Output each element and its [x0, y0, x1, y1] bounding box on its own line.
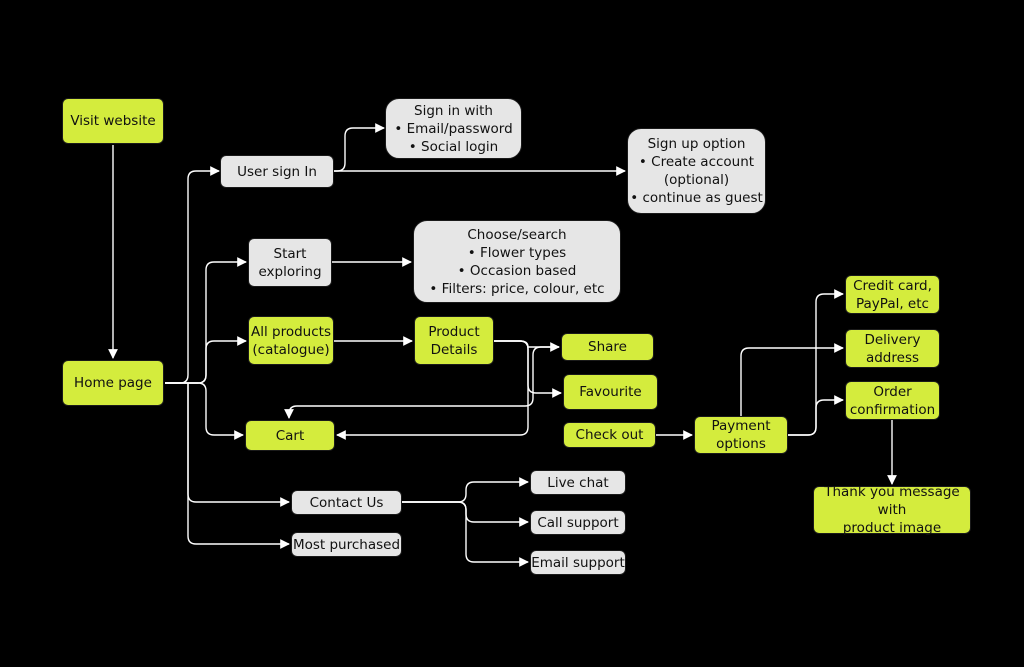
edge-contact-to-email — [402, 501, 529, 567]
node-user-sign-in: User sign In — [220, 155, 334, 188]
node-visit-website: Visit website — [62, 98, 164, 144]
node-call-support: Call support — [530, 510, 626, 535]
node-favourite: Favourite — [563, 374, 658, 410]
edge-home-to-sign-in — [165, 166, 220, 384]
node-credit-card: Credit card, PayPal, etc — [845, 275, 940, 314]
edge-payment-to-order — [788, 395, 844, 436]
edge-home-to-cart — [165, 382, 244, 440]
node-all-products: All products (catalogue) — [248, 316, 334, 365]
node-order-confirmation: Order confirmation — [845, 381, 940, 420]
node-email-support: Email support — [530, 550, 626, 575]
edge-payment-to-delivery — [740, 343, 844, 417]
node-most-purchased: Most purchased — [291, 532, 402, 557]
node-sign-up-option: Sign up option • Create account (optiona… — [627, 128, 766, 214]
node-sign-in-with: Sign in with • Email/password • Social l… — [385, 98, 522, 159]
node-choose-search: Choose/search • Flower types • Occasion … — [413, 220, 621, 303]
edge-sign-in-to-sign-in-with — [334, 123, 385, 172]
node-payment-options: Payment options — [694, 416, 788, 454]
node-start-exploring: Start exploring — [248, 238, 332, 287]
edge-contact-to-live-chat — [402, 477, 529, 503]
node-contact-us: Contact Us — [291, 490, 402, 515]
edge-home-to-most-purchased — [187, 383, 290, 549]
edge-share-to-cart — [284, 346, 559, 419]
node-live-chat: Live chat — [530, 470, 626, 495]
node-cart: Cart — [245, 420, 335, 451]
edge-details-to-cart — [336, 340, 529, 440]
node-product-details: Product Details — [414, 316, 494, 365]
node-home-page: Home page — [62, 360, 164, 406]
node-delivery-address: Delivery address — [845, 329, 940, 368]
edge-home-to-all-products — [165, 336, 247, 384]
node-share: Share — [561, 333, 654, 361]
node-check-out: Check out — [563, 422, 656, 448]
node-thank-you: Thank you message with product image — [813, 484, 971, 536]
